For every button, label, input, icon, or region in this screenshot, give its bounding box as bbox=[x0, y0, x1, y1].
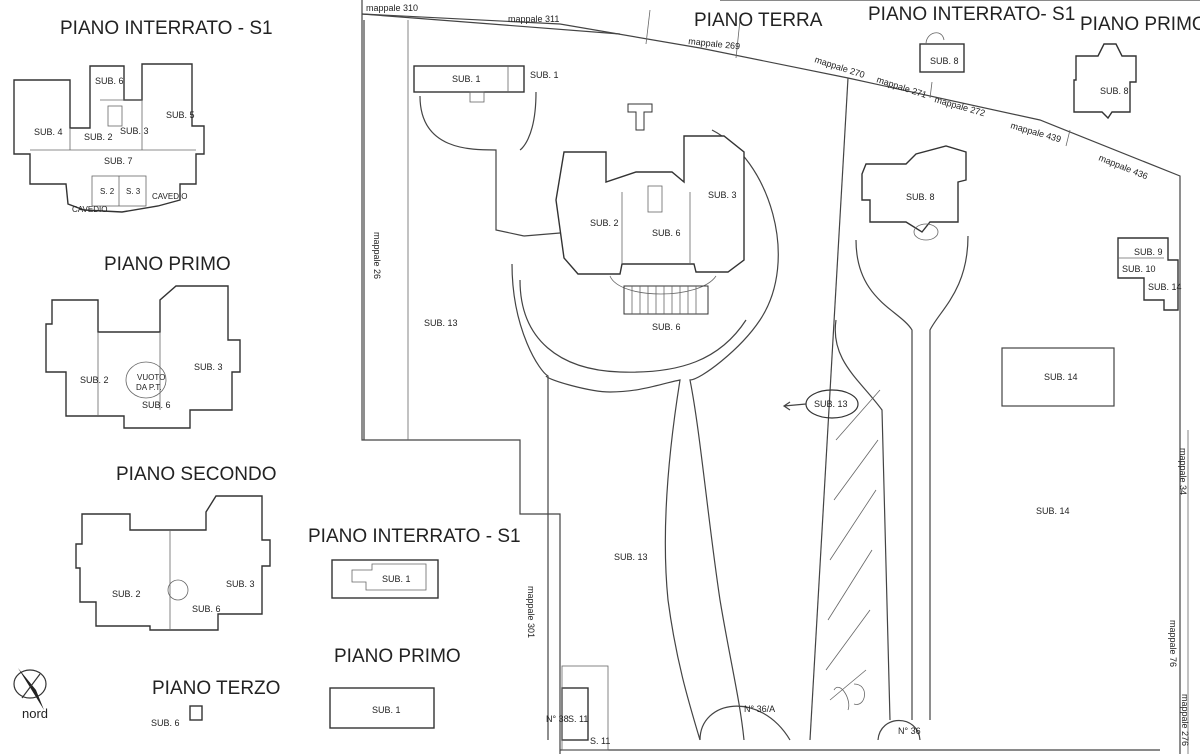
mappale-label: mappale 310 bbox=[366, 3, 418, 13]
plan-interrato-left: SUB. 6 SUB. 4 SUB. 2 SUB. 3 SUB. 5 SUB. … bbox=[13, 63, 205, 214]
heading-mid-interrato: PIANO INTERRATO - S1 bbox=[308, 526, 521, 547]
mappale-label: mappale 301 bbox=[526, 586, 536, 638]
civic-number: N° 38 bbox=[546, 714, 569, 724]
unit-label: SUB. 14 bbox=[1044, 372, 1078, 382]
unit-label: SUB. 3 bbox=[194, 362, 223, 372]
unit-label: S. 11 bbox=[568, 714, 588, 724]
heading-top-terra: PIANO TERRA bbox=[694, 10, 823, 31]
unit-label: SUB. 6 bbox=[652, 322, 681, 332]
unit-label: DA P.T. bbox=[136, 383, 162, 392]
unit-label: SUB. 1 bbox=[372, 705, 401, 715]
unit-label: S. 2 bbox=[100, 187, 115, 196]
heading-mid-primo: PIANO PRIMO bbox=[334, 646, 461, 667]
unit-label: SUB. 6 bbox=[95, 76, 124, 86]
unit-label: SUB. 14 bbox=[1148, 282, 1182, 292]
unit-label: SUB. 6 bbox=[652, 228, 681, 238]
unit-label: S. 3 bbox=[126, 187, 141, 196]
unit-label: SUB. 5 bbox=[166, 110, 195, 120]
unit-label: SUB. 1 bbox=[452, 74, 481, 84]
unit-label: SUB. 2 bbox=[112, 589, 141, 599]
mappale-label: mappale 311 bbox=[508, 14, 559, 24]
unit-label: SUB. 8 bbox=[906, 192, 935, 202]
plan-primo-mid: SUB. 1 bbox=[329, 687, 435, 729]
unit-label: SUB. 1 bbox=[530, 70, 559, 80]
mappale-label: mappale 26 bbox=[372, 232, 382, 279]
plan-interrato-mid: SUB. 1 bbox=[331, 559, 439, 599]
unit-label: SUB. 13 bbox=[614, 552, 648, 562]
plan-secondo-left: SUB. 2 SUB. 3 SUB. 6 bbox=[75, 495, 271, 631]
heading-top-primo: PIANO PRIMO bbox=[1080, 14, 1200, 35]
unit-label: CAVEDIO bbox=[72, 205, 107, 214]
heading-left-terzo: PIANO TERZO bbox=[152, 678, 280, 699]
unit-label: SUB. 6 bbox=[142, 400, 171, 410]
unit-label: SUB. 3 bbox=[120, 126, 149, 136]
civic-number: N° 36 bbox=[898, 726, 921, 736]
unit-label: SUB. 1 bbox=[382, 574, 411, 584]
heading-left-secondo: PIANO SECONDO bbox=[116, 464, 276, 485]
unit-label: SUB. 6 bbox=[151, 718, 180, 728]
unit-label: SUB. 13 bbox=[424, 318, 458, 328]
mappale-label: mappale 436 bbox=[1097, 153, 1149, 182]
unit-label: SUB. 13 bbox=[814, 399, 848, 409]
unit-label: SUB. 9 bbox=[1134, 247, 1163, 257]
unit-label: SUB. 10 bbox=[1122, 264, 1156, 274]
mappale-label: mappale 76 bbox=[1168, 620, 1178, 667]
unit-label: SUB. 8 bbox=[1100, 86, 1129, 96]
unit-label: SUB. 3 bbox=[226, 579, 255, 589]
unit-label: CAVEDIO bbox=[152, 192, 187, 201]
unit-label: S. 11 bbox=[590, 736, 610, 746]
unit-label: SUB. 2 bbox=[590, 218, 619, 228]
unit-label: SUB. 4 bbox=[34, 127, 63, 137]
unit-label: SUB. 3 bbox=[708, 190, 737, 200]
plan-terzo-left: SUB. 6 bbox=[151, 705, 203, 728]
heading-top-interrato: PIANO INTERRATO- S1 bbox=[868, 4, 1075, 25]
mappale-label: mappale 34 bbox=[1178, 448, 1188, 495]
unit-label: SUB. 2 bbox=[84, 132, 113, 142]
mappale-label: mappale 271 bbox=[875, 74, 928, 100]
mappale-label: mappale 272 bbox=[933, 94, 986, 118]
compass-label: nord bbox=[22, 706, 48, 721]
unit-label: SUB. 2 bbox=[80, 375, 109, 385]
mappale-label: mappale 439 bbox=[1009, 120, 1062, 144]
heading-left-interrato: PIANO INTERRATO - S1 bbox=[60, 18, 273, 39]
unit-label: SUB. 8 bbox=[930, 56, 959, 66]
north-compass-icon: nord bbox=[13, 668, 48, 721]
unit-label: SUB. 6 bbox=[192, 604, 221, 614]
unit-label: SUB. 14 bbox=[1036, 506, 1070, 516]
unit-label: SUB. 7 bbox=[104, 156, 133, 166]
civic-number: N° 36/A bbox=[744, 704, 775, 714]
unit-label: VUOTO bbox=[137, 373, 165, 382]
mappale-label: mappale 269 bbox=[688, 36, 741, 51]
heading-left-primo: PIANO PRIMO bbox=[104, 254, 231, 275]
site-plan: SUB. 1 SUB. 1 SUB. 2 SUB. 3 SUB. 6 SUB. … bbox=[361, 0, 1200, 754]
mappale-label: mappale 276 bbox=[1180, 694, 1190, 746]
plan-primo-left: SUB. 2 SUB. 3 VUOTO DA P.T. SUB. 6 bbox=[45, 285, 241, 429]
